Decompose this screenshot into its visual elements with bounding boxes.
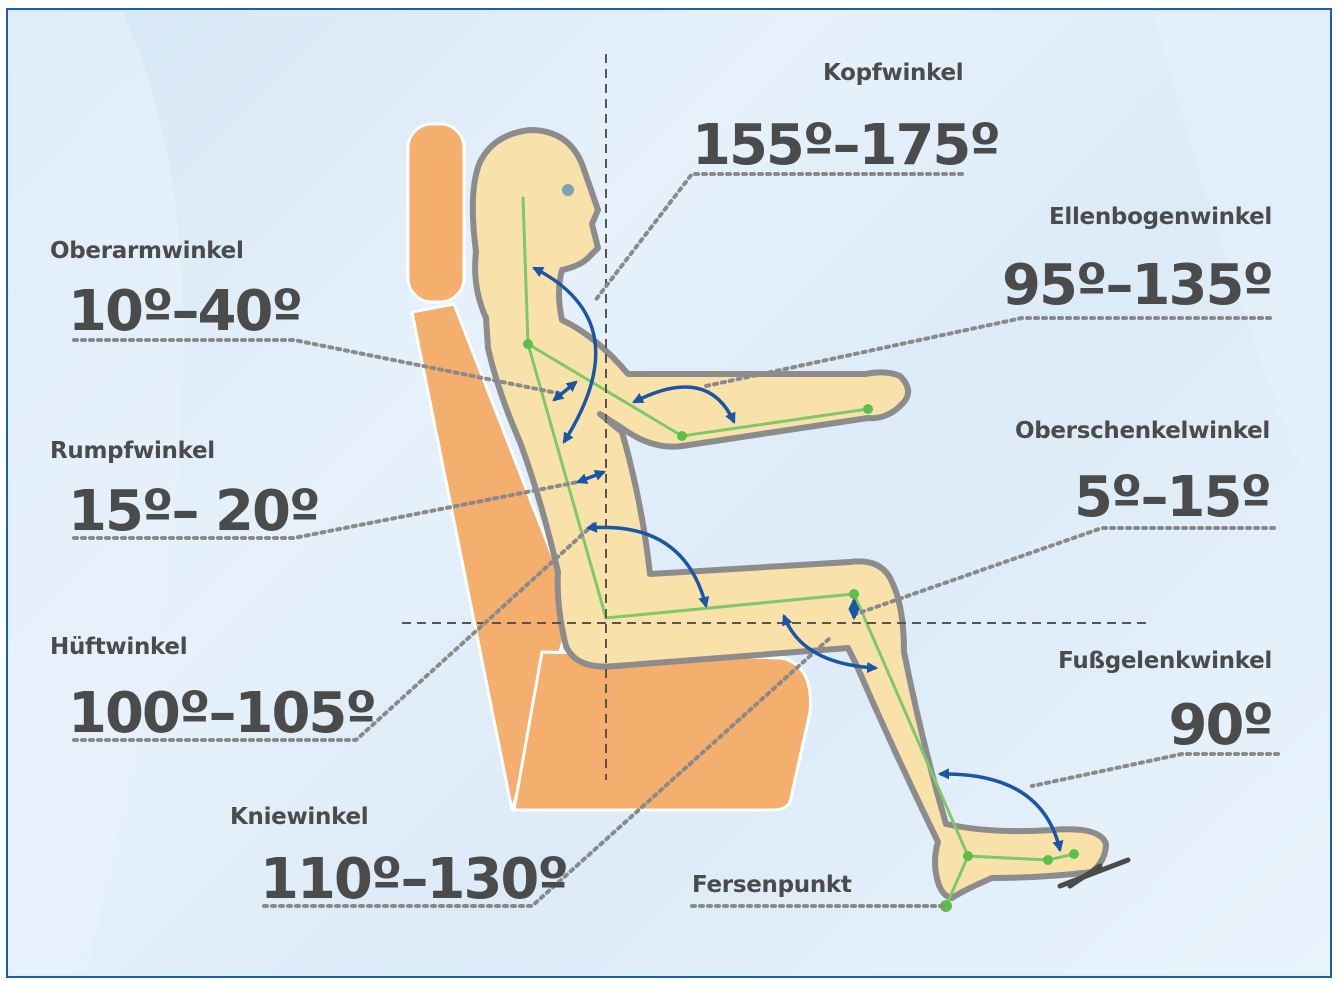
elbow-joint — [677, 431, 687, 441]
headrest — [408, 124, 464, 302]
kniewinkel-label: Kniewinkel — [230, 804, 368, 830]
leader-fussgelenk — [1032, 754, 1278, 786]
pedal-joint — [1069, 849, 1079, 859]
oberschenkelwinkel-label: Oberschenkelwinkel — [1015, 418, 1270, 444]
diagram-frame: Kopfwinkel 155º–175º Oberarmwinkel 10º–4… — [6, 8, 1332, 978]
shoulder-joint — [523, 339, 533, 349]
fussgelenkwinkel-label: Fußgelenkwinkel — [1058, 648, 1272, 674]
wrist-joint — [863, 404, 873, 414]
seat-cushion — [514, 652, 810, 810]
oberarmwinkel-value: 10º–40º — [68, 284, 301, 340]
kopfwinkel-value: 155º–175º — [692, 118, 999, 174]
eye — [562, 184, 574, 196]
ankle-joint — [963, 851, 973, 861]
oberarmwinkel-label: Oberarmwinkel — [50, 238, 244, 264]
leader-kopf — [594, 174, 962, 302]
hueftwinkel-label: Hüftwinkel — [50, 634, 187, 660]
rumpfwinkel-value: 15º– 20º — [68, 484, 319, 540]
kopfwinkel-label: Kopfwinkel — [823, 60, 963, 86]
rumpfwinkel-label: Rumpfwinkel — [50, 438, 215, 464]
kniewinkel-value: 110º–130º — [260, 852, 567, 908]
knee-joint — [849, 589, 859, 599]
leader-oberschenkel — [856, 528, 1274, 614]
ellenbogenwinkel-label: Ellenbogenwinkel — [1049, 204, 1272, 230]
hueftwinkel-value: 100º–105º — [68, 686, 375, 742]
ellenbogenwinkel-value: 95º–135º — [1002, 258, 1272, 314]
toe-joint — [1043, 855, 1053, 865]
fussgelenkwinkel-value: 90º — [1168, 698, 1272, 754]
fersenpunkt-label: Fersenpunkt — [692, 872, 852, 898]
oberschenkelwinkel-value: 5º–15º — [1074, 470, 1270, 526]
